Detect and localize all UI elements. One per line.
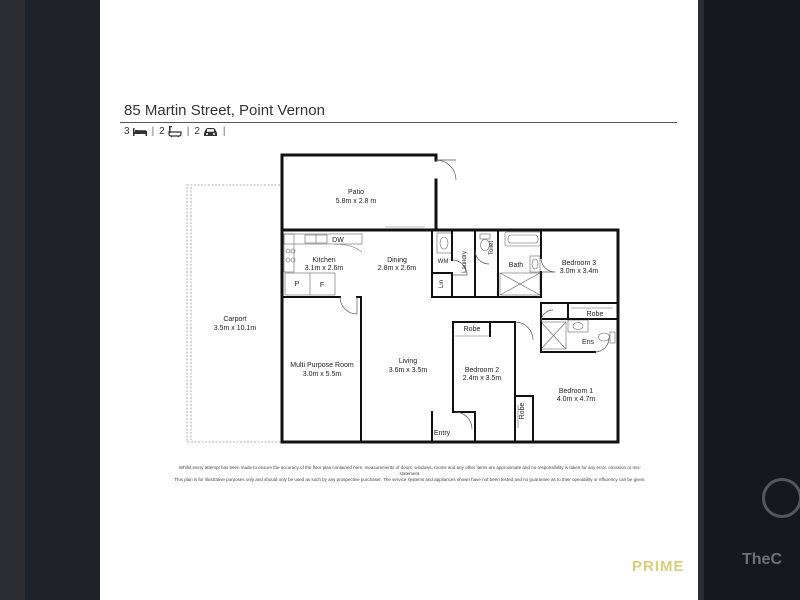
living-label: Living	[399, 358, 417, 365]
ensuite-toilet-icon	[598, 331, 616, 344]
toilet-label: Toilet	[489, 241, 495, 255]
parking-count: 2	[194, 126, 200, 137]
toilet-icon	[479, 233, 491, 251]
entry-label: Entry	[434, 430, 451, 437]
ensuite-label: Ens	[582, 339, 595, 346]
bathtub-icon	[504, 231, 542, 247]
laundry-label: Laundry	[462, 251, 468, 273]
kitchen-bench-curve	[334, 243, 363, 253]
bathroom-count: 2	[159, 126, 165, 137]
bedroom2-label: Bedroom 2	[465, 367, 499, 374]
bath-vanity-icon	[529, 255, 541, 273]
linen-label: Lin	[439, 280, 445, 288]
bedroom3-label: Bedroom 3	[562, 260, 596, 267]
kitchen-benchtop	[283, 233, 363, 245]
bedroom1-label: Bedroom 1	[559, 388, 593, 395]
disclaimer: Whilst every attempt has been made to en…	[170, 465, 650, 483]
robe-bed3-label: Robe	[587, 311, 604, 318]
kitchen-label: Kitchen	[312, 257, 335, 264]
dining-size: 2.8m x 2.6m	[378, 265, 417, 272]
bath-icon	[168, 126, 182, 137]
kitchen-size: 3.1m x 2.6m	[305, 265, 344, 272]
door-swings	[339, 159, 610, 430]
floor-plan-document	[100, 0, 698, 600]
bath-label: Bath	[509, 262, 524, 269]
disclaimer-line-2: This plan is for illustrative purposes o…	[174, 477, 646, 482]
watermark-text: TheC	[742, 551, 782, 568]
bed-icon	[132, 127, 147, 136]
disclaimer-line-1: Whilst every attempt has been made to en…	[179, 465, 641, 476]
room-labels: Patio 5.8m x 2.8 m Carport 3.5m x 10.1m …	[214, 189, 604, 437]
feature-summary: 3 | 2 | 2 |	[124, 126, 228, 137]
laundry-tub-icon	[436, 232, 453, 254]
feature-separator: |	[151, 126, 155, 137]
feature-separator: |	[186, 126, 190, 137]
robe-bed1-label: Robe	[519, 403, 526, 420]
multi-purpose-room-label: Multi Purpose Room	[290, 362, 354, 369]
washing-machine-label: WM	[438, 259, 449, 265]
left-inner-panel	[25, 0, 100, 600]
dining-label: Dining	[387, 257, 407, 264]
agency-logo: PRIME	[632, 558, 685, 575]
dishwasher-label: DW	[332, 237, 344, 244]
bedroom-count: 3	[124, 126, 130, 137]
patio-label: Patio	[348, 189, 364, 196]
bath-shower-icon	[499, 272, 541, 296]
right-panel-edge	[698, 0, 704, 600]
carport-outline	[186, 184, 283, 443]
pantry-label: P	[295, 281, 300, 288]
robe-bed2-label: Robe	[464, 326, 481, 333]
living-size: 3.6m x 3.5m	[389, 367, 428, 374]
carport-label: Carport	[223, 316, 246, 323]
feature-separator: |	[222, 126, 226, 137]
carport-size: 3.5m x 10.1m	[214, 325, 257, 332]
interior-walls	[281, 229, 619, 443]
ensuite-vanity-icon	[567, 319, 589, 333]
left-background-panel	[0, 0, 100, 600]
bedroom2-size: 2.4m x 3.5m	[463, 375, 502, 382]
property-address: 85 Martin Street, Point Vernon	[124, 102, 325, 119]
bedroom1-size: 4.0m x 4.7m	[557, 396, 596, 403]
exterior-walls	[280, 153, 620, 444]
ensuite-shower-icon	[540, 321, 567, 350]
multi-purpose-room-size: 3.0m x 5.5m	[303, 371, 342, 378]
cooktop-icon	[285, 248, 296, 263]
title-divider	[120, 122, 677, 123]
car-icon	[203, 127, 218, 137]
fixtures	[283, 231, 616, 428]
patio-size: 5.8m x 2.8 m	[336, 198, 377, 205]
fridge-label: F	[320, 282, 324, 289]
bedroom3-size: 3.0m x 3.4m	[560, 268, 599, 275]
